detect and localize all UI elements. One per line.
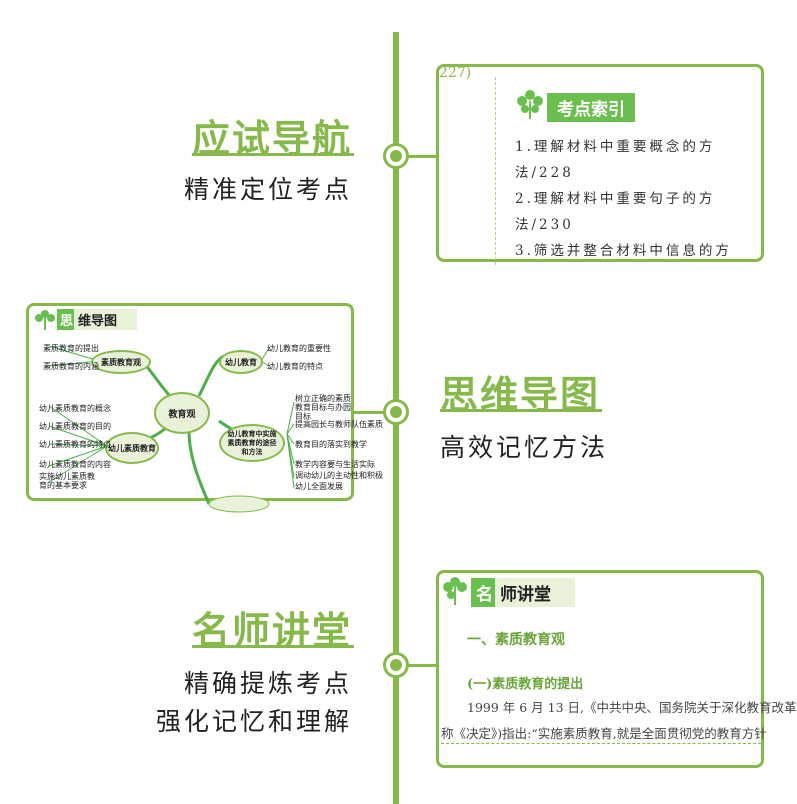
title-underline-1 — [192, 153, 354, 156]
mindmap-tag-char: 思 — [57, 309, 77, 330]
mindmap-leaf: 幼儿素质教育的目的 — [39, 422, 111, 431]
mindmap-center-bubble: 教育观 — [154, 392, 210, 434]
index-line-4: 法/230 — [515, 217, 574, 233]
section-subtitle-2: 高效记忆方法 — [440, 433, 609, 462]
mindmap-tag-rest: 维导图 — [74, 309, 138, 330]
mindmap-leaf: 幼儿素质教育的内容 — [39, 460, 111, 469]
mindmap-node-3: 幼儿素质教育 — [105, 432, 159, 464]
leaf-icon — [517, 90, 543, 119]
mindmap-leaf: 幼儿素质教育的概念 — [39, 404, 111, 413]
connector-1 — [406, 155, 438, 158]
lecture-heading-2: (一)素质教育的提出 — [467, 677, 584, 692]
mindmap-leaf: 幼儿全面发展 — [295, 482, 343, 491]
section-subtitle-3b: 强化记忆和理解 — [155, 707, 352, 736]
leaf-icon — [443, 577, 467, 605]
leaf-icon — [35, 310, 55, 330]
mindmap-leaf: 提高园长与教师队伍素质 — [295, 420, 383, 429]
mindmap-leaf: 教学内容要与生活实际 — [295, 460, 375, 469]
lecture-paragraph-2: 称《决定》)指出:“实施素质教育,就是全面贯彻党的教育方针 — [441, 726, 767, 741]
dashed-divider — [495, 77, 496, 265]
mindmap-leaf: 素质教育的内涵 — [43, 362, 99, 371]
lecture-tag-rest: 师讲堂 — [495, 578, 575, 607]
mindmap-node-2: 幼儿教育 — [219, 350, 263, 374]
section-subtitle-1: 精准定位考点 — [183, 175, 352, 204]
mindmap-leaf: 素质教育的提出 — [43, 344, 99, 353]
lecture-tag-char: 名 — [471, 578, 498, 607]
mindmap-leaf: 树立正确的素质教育目标与办园目标 — [295, 394, 351, 421]
section-subtitle-3a: 精确提炼考点 — [183, 669, 352, 698]
index-card: 227) 考点索引 1.理解材料中重要概念的方 法/228 2.理解材料中重要句… — [436, 64, 764, 265]
mindmap-leaf: 幼儿教育的重要性 — [267, 344, 331, 353]
page-ref: 227) — [439, 65, 472, 81]
index-line-2: 法/228 — [515, 165, 574, 181]
index-tag: 考点索引 — [547, 93, 635, 122]
mindmap-node-4: 幼儿教育中实施素质教育的途径和方法 — [219, 424, 285, 462]
lecture-card: 名 师讲堂 一、素质教育观 (一)素质教育的提出 1999 年 6 月 13 日… — [436, 570, 797, 768]
mindmap-leaf: 幼儿素质教育的特点 — [39, 440, 111, 449]
lecture-heading-1: 一、素质教育观 — [467, 632, 565, 648]
index-line-3: 2.理解材料中重要句子的方 — [515, 191, 716, 207]
mindmap-branches — [48, 345, 295, 513]
index-line-5: 3.筛选并整合材料中信息的方 — [515, 243, 732, 259]
mindmap-leaf: 调动幼儿的主动性和积极 — [295, 471, 383, 480]
index-line-1: 1.理解材料中重要概念的方 — [515, 139, 716, 155]
mindmap-node-1: 素质教育观 — [91, 350, 151, 374]
mindmap-leaf: 实施幼儿素质教育的基本要求 — [39, 472, 95, 490]
mindmap-card: 思 维导图 教育观 素质教育观 幼儿教育 幼儿素质教育 幼儿教育中实施素质教育的… — [26, 303, 383, 513]
connector-2 — [352, 411, 385, 414]
title-underline-2 — [440, 409, 602, 412]
timeline-node-1 — [383, 143, 409, 169]
timeline-node-2 — [383, 399, 409, 425]
lecture-paragraph-1: 1999 年 6 月 13 日,《中共中央、国务院关于深化教育改革 — [467, 700, 797, 715]
mindmap-leaf: 幼儿教育的特点 — [267, 362, 323, 371]
title-underline-3 — [192, 645, 354, 648]
mindmap-leaf: 教育目的落实到教学 — [295, 440, 367, 449]
underline-decoration — [441, 741, 761, 744]
connector-3 — [406, 664, 438, 667]
